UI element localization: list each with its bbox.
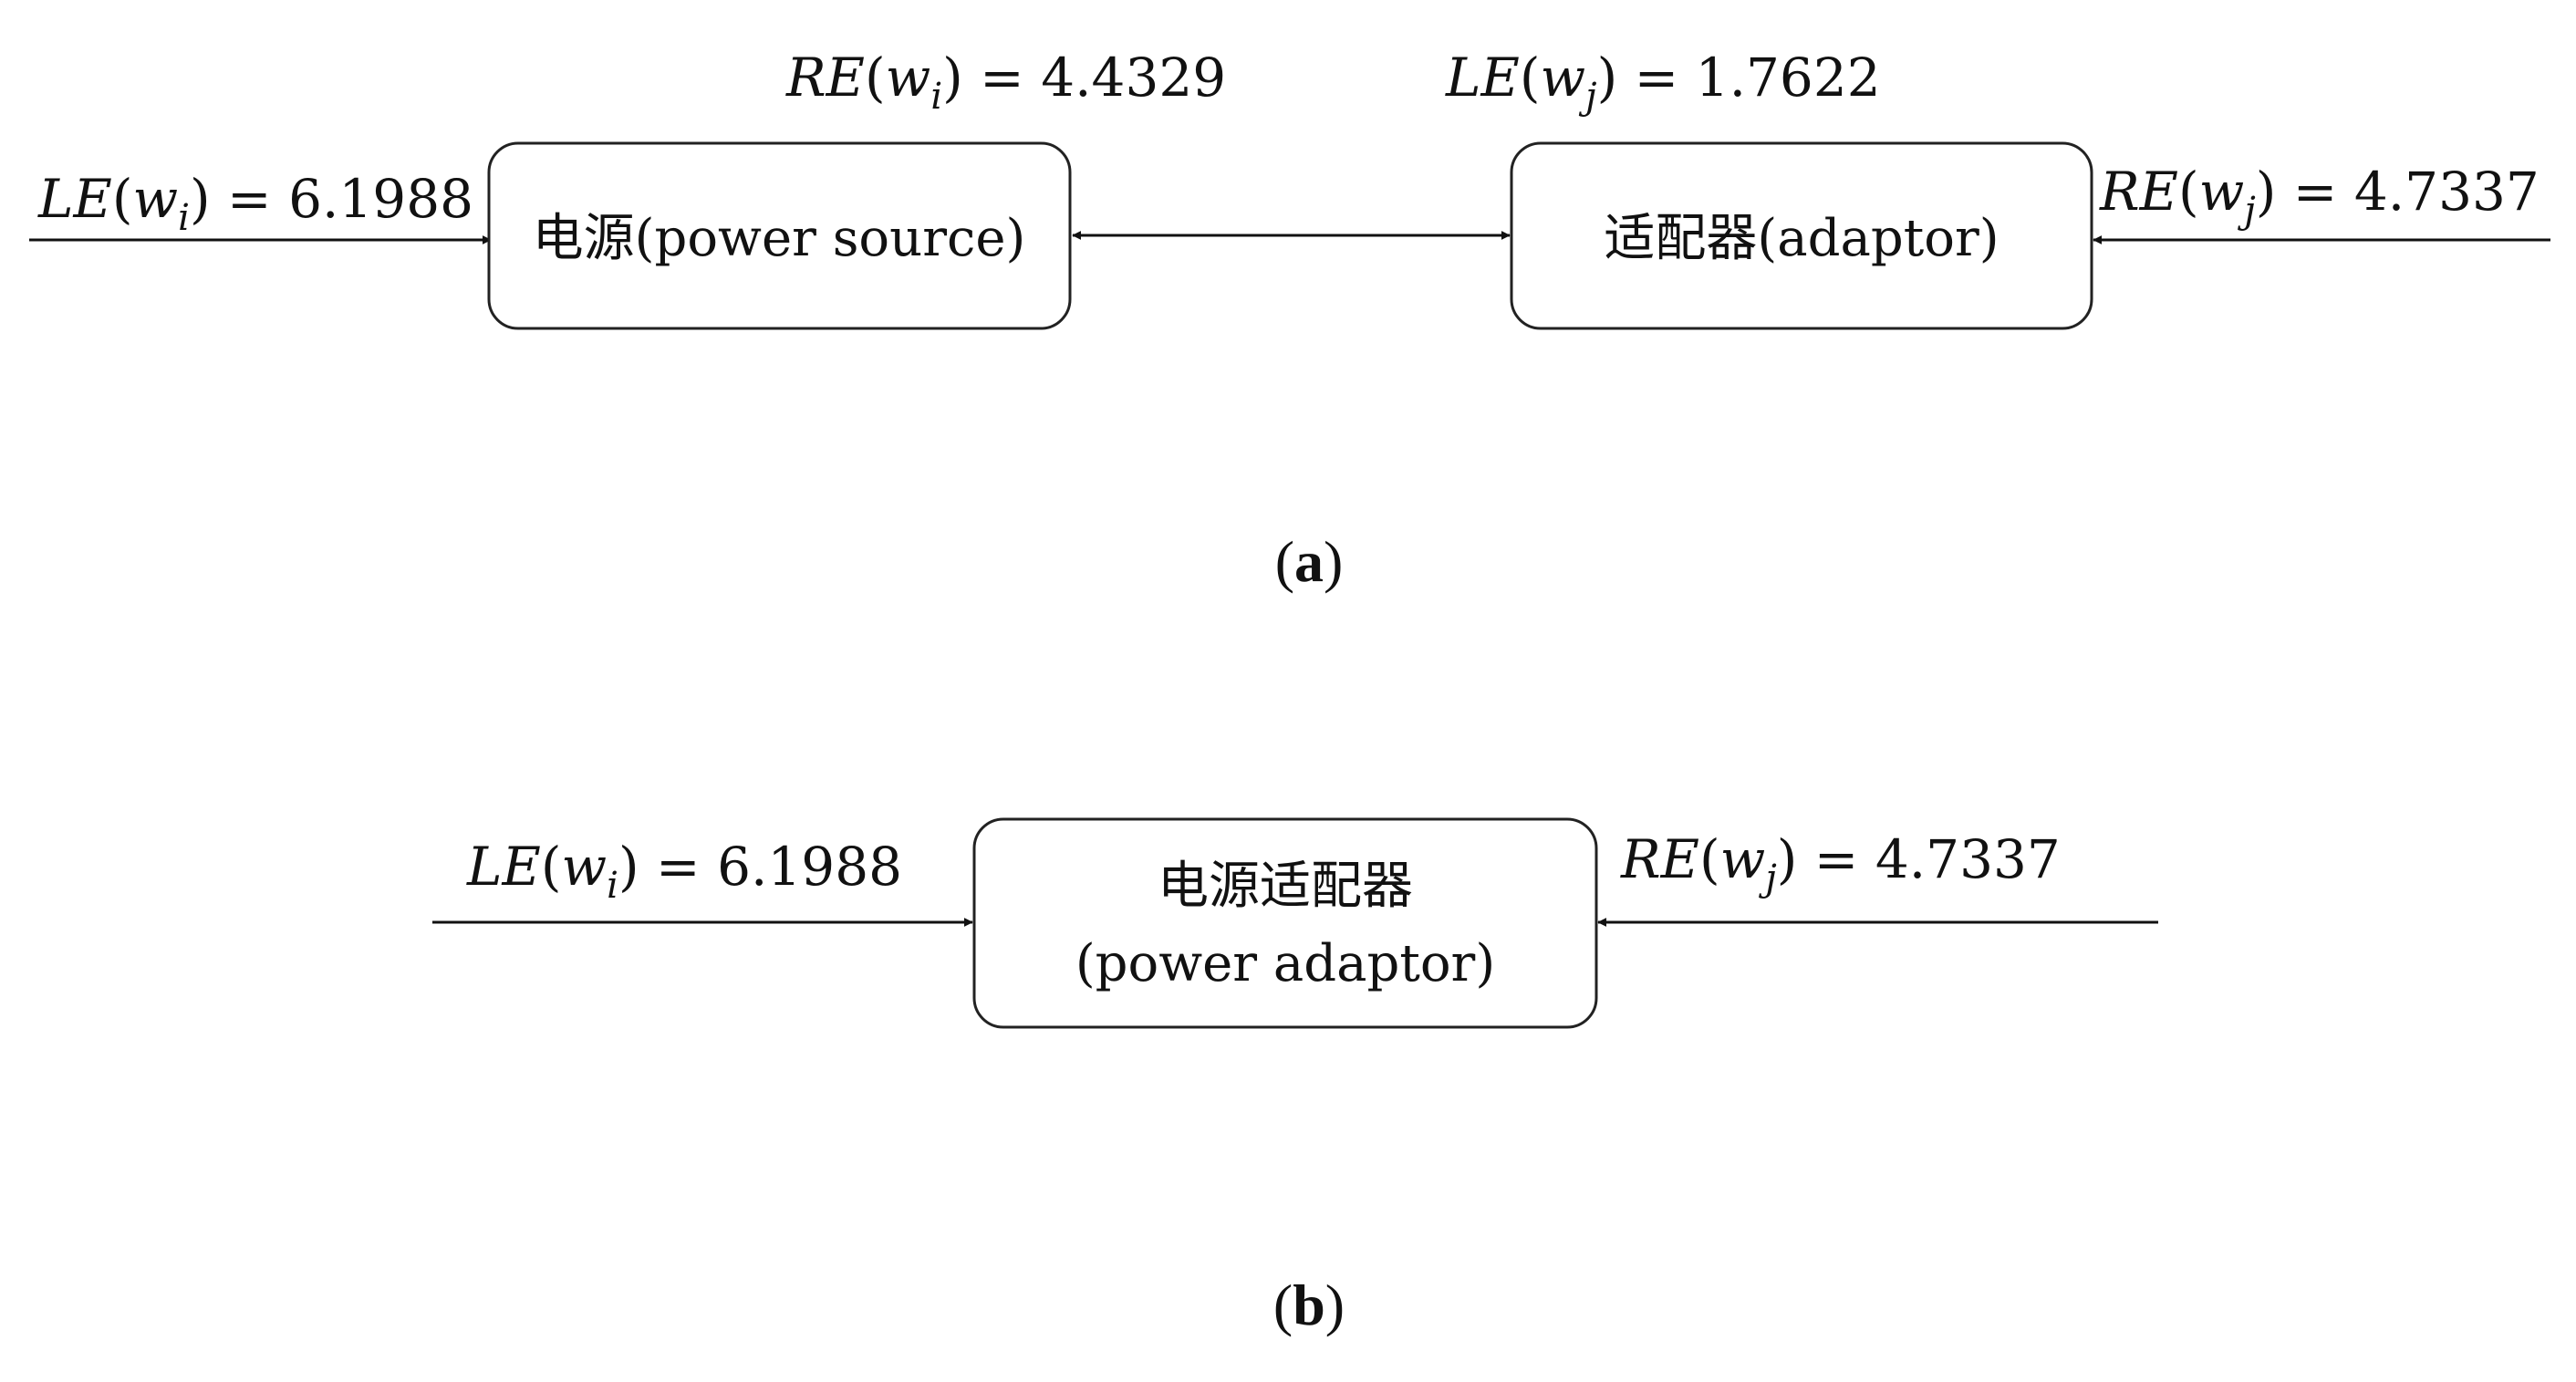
power-source-label: 电源(power source) bbox=[533, 209, 1026, 268]
power-source-box bbox=[487, 141, 1072, 330]
power-adaptor-label-line1: 电源适配器 bbox=[1158, 857, 1413, 916]
panel-b: LE(wi) = 6.1988 电源适配器 (power adaptor) RE… bbox=[432, 817, 2158, 1337]
panel-a-source-right-equation: RE(wi) = 4.4329 bbox=[785, 47, 1226, 118]
panel-b-label: (b) bbox=[1273, 1273, 1345, 1337]
panel-a-adaptor-left-equation: LE(wj) = 1.7622 bbox=[1445, 47, 1881, 118]
panel-a-label: (a) bbox=[1275, 529, 1344, 594]
panel-a-right-input-equation: RE(wj) = 4.7337 bbox=[2099, 161, 2540, 232]
panel-b-right-input-equation: RE(wj) = 4.7337 bbox=[1620, 828, 2061, 899]
panel-a-left-input-equation: LE(wi) = 6.1988 bbox=[37, 168, 473, 239]
power-adaptor-box bbox=[972, 817, 1598, 1029]
panel-b-left-input-equation: LE(wi) = 6.1988 bbox=[466, 836, 902, 907]
adaptor-box bbox=[1510, 141, 2093, 330]
power-adaptor-label-line2: (power adaptor) bbox=[1075, 934, 1495, 993]
panel-a: LE(wi) = 6.1988 电源(power source) RE(wi) … bbox=[29, 47, 2550, 594]
adaptor-label: 适配器(adaptor) bbox=[1604, 209, 1999, 268]
